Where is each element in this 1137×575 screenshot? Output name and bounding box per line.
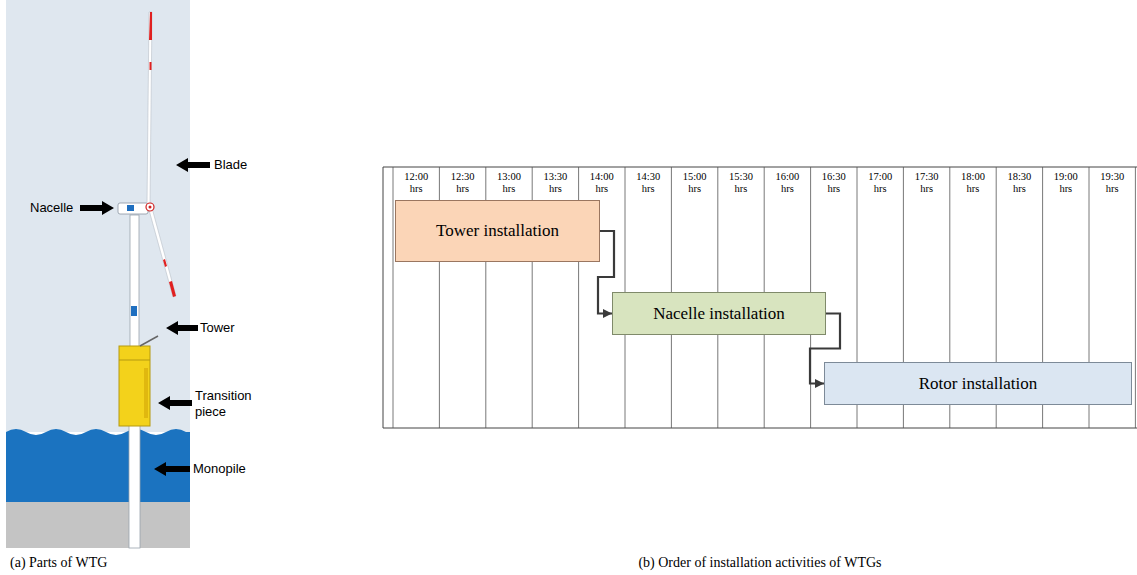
grid-line xyxy=(383,428,1137,429)
blade-tip-marks xyxy=(163,259,176,297)
grid-line xyxy=(383,167,384,428)
sea xyxy=(6,429,190,502)
time-header: 13:30 hrs xyxy=(537,171,573,195)
blade-up xyxy=(147,12,152,204)
hub-center xyxy=(149,206,152,209)
time-header: 18:30 hrs xyxy=(1001,171,1037,195)
grid-line xyxy=(393,167,394,428)
nacelle-detail xyxy=(127,205,134,211)
activity-label: Tower installation xyxy=(436,221,559,241)
gantt-grid xyxy=(383,167,1137,428)
part-label: Tower xyxy=(200,320,235,336)
callout-arrow xyxy=(80,201,114,215)
tower-door xyxy=(131,306,137,316)
activity-label: Rotor installation xyxy=(919,374,1038,394)
activity-label: Nacelle installation xyxy=(653,304,785,324)
sky xyxy=(6,0,190,432)
time-header: 14:00 hrs xyxy=(584,171,620,195)
activity-box: Tower installation xyxy=(395,200,600,262)
time-header: 19:30 hrs xyxy=(1094,171,1130,195)
monopile xyxy=(129,420,140,548)
callout-arrow xyxy=(154,462,190,476)
blade-tip-marks xyxy=(149,12,152,70)
time-header: 12:00 hrs xyxy=(398,171,434,195)
figure-caption: (b) Order of installation activities of … xyxy=(638,555,881,571)
time-header: 12:30 hrs xyxy=(445,171,481,195)
callout-arrow xyxy=(176,158,210,172)
time-header: 18:00 hrs xyxy=(955,171,991,195)
transition-piece xyxy=(119,346,150,426)
time-header: 17:30 hrs xyxy=(909,171,945,195)
grid-line xyxy=(1135,167,1136,428)
callout-arrow xyxy=(166,321,198,335)
tp-crane xyxy=(140,336,158,346)
activity-box: Rotor installation xyxy=(824,362,1132,405)
figure-caption: (a) Parts of WTG xyxy=(10,555,107,571)
time-header: 13:00 hrs xyxy=(491,171,527,195)
blade-down xyxy=(149,208,176,297)
time-header: 15:00 hrs xyxy=(677,171,713,195)
part-label: Transition piece xyxy=(195,388,267,419)
part-label: Monopile xyxy=(193,461,246,477)
time-header: 16:30 hrs xyxy=(816,171,852,195)
nacelle xyxy=(118,203,148,214)
grid-line xyxy=(383,167,1137,168)
time-header: 17:00 hrs xyxy=(862,171,898,195)
part-label: Blade xyxy=(214,157,247,173)
time-header: 14:30 hrs xyxy=(630,171,666,195)
callout-arrow xyxy=(158,396,192,410)
tp-platform xyxy=(119,360,150,361)
activity-box: Nacelle installation xyxy=(612,292,826,335)
time-header: 19:00 hrs xyxy=(1048,171,1084,195)
seabed xyxy=(6,502,190,548)
tp-ladder xyxy=(144,368,148,418)
time-header: 15:30 hrs xyxy=(723,171,759,195)
time-header: 16:00 hrs xyxy=(769,171,805,195)
part-label: Nacelle xyxy=(30,200,73,216)
tower xyxy=(130,215,139,350)
hub xyxy=(146,203,154,211)
